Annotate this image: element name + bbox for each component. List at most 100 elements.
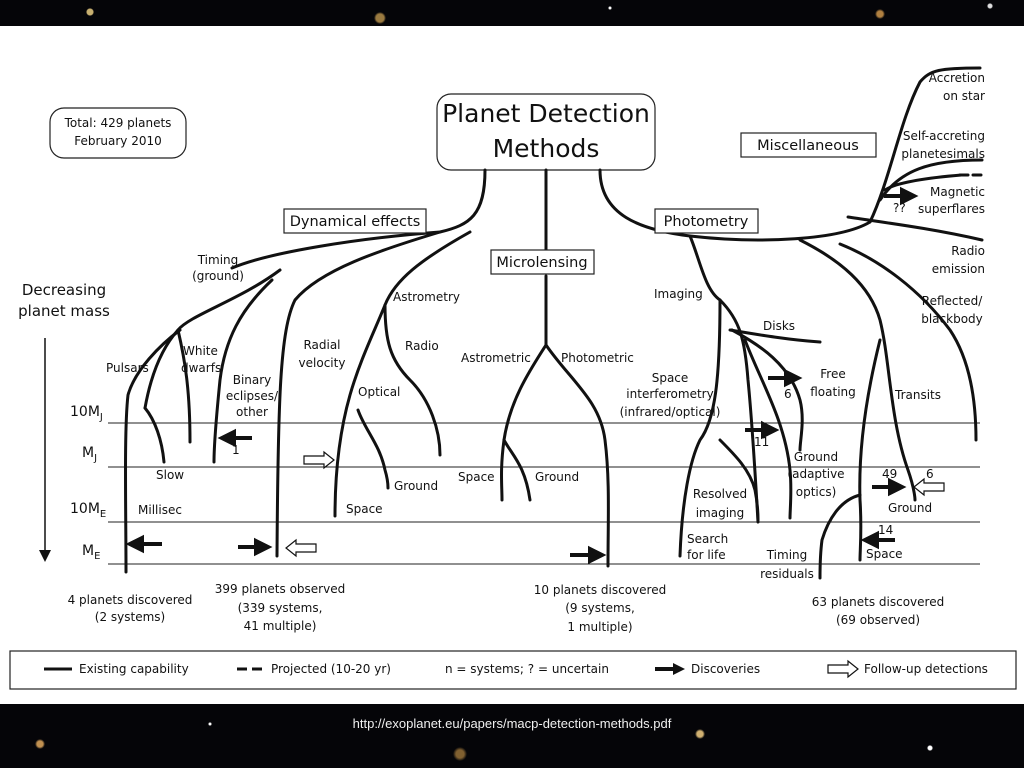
svg-text:Timing: Timing [197,253,239,267]
title-line1: Planet Detection [442,99,650,128]
svg-text:emission: emission [932,262,985,276]
svg-text:Ground: Ground [535,470,579,484]
svg-text:1: 1 [232,443,240,457]
miscellaneous-labels: Accretion on star Self-accreting planete… [893,71,985,276]
legend: Existing capability Projected (10-20 yr)… [9,650,1017,690]
legend-note: n = systems; ? = uncertain [445,662,609,676]
svg-text:11: 11 [754,435,769,449]
legend-followup: Follow-up detections [864,662,988,676]
svg-text:Free: Free [820,367,845,381]
svg-text:(2 systems): (2 systems) [95,610,165,624]
mass-scale-labels: 10MJ MJ 10ME ME [70,404,106,562]
svg-text:Imaging: Imaging [654,287,703,301]
totals: 4 planets discovered (2 systems) 399 pla… [68,582,945,634]
photometry-label: Photometry [664,214,749,230]
svg-text:blackbody: blackbody [921,312,983,326]
svg-text:10 planets discovered: 10 planets discovered [534,583,666,597]
legend-projected: Projected (10-20 yr) [271,662,391,676]
diagram-panel: 10MJ MJ 10ME ME Decreasing planet mass T… [0,26,1024,704]
microlensing-label: Microlensing [496,255,587,271]
svg-text:for life: for life [687,548,726,562]
svg-text:Radio: Radio [951,244,985,258]
svg-text:Self-accreting: Self-accreting [903,129,985,143]
discovery-arrows [125,186,919,565]
svg-text:41 multiple): 41 multiple) [244,619,317,633]
svg-text:Space: Space [652,371,689,385]
svg-text:Space: Space [346,502,383,516]
svg-text:14: 14 [878,523,893,537]
svg-text:February 2010: February 2010 [74,134,162,148]
svg-text:Magnetic: Magnetic [930,185,985,199]
svg-text:Transits: Transits [894,388,941,402]
svg-text:Binary: Binary [233,373,272,387]
svg-text:Pulsars: Pulsars [106,361,149,375]
source-url-link[interactable]: http://exoplanet.eu/papers/macp-detectio… [352,716,672,731]
svg-text:10ME: 10ME [70,501,106,520]
svg-text:Ground: Ground [888,501,932,515]
svg-text:(ground): (ground) [192,269,244,283]
svg-text:??: ?? [893,201,906,215]
svg-text:49: 49 [882,467,897,481]
detection-methods-diagram: 10MJ MJ 10ME ME Decreasing planet mass T… [9,66,1017,690]
svg-text:velocity: velocity [299,356,346,370]
svg-text:399 planets observed: 399 planets observed [215,582,345,596]
title-line2: Methods [493,134,600,163]
svg-text:(339 systems,: (339 systems, [238,601,323,615]
svg-text:other: other [236,405,268,419]
title-box: Planet Detection Methods [436,93,656,171]
svg-text:superflares: superflares [918,202,985,216]
starfield-bottom [0,704,1024,768]
svg-text:Resolved: Resolved [693,487,747,501]
svg-text:Reflected/: Reflected/ [922,294,983,308]
tree-branches [124,66,987,580]
svg-text:MJ: MJ [82,445,97,464]
mass-scale-lines [108,422,980,565]
svg-text:Ground: Ground [394,479,438,493]
followup-arrows [285,450,945,558]
svg-text:Radial: Radial [303,338,340,352]
svg-text:Timing: Timing [766,548,808,562]
svg-text:(69 observed): (69 observed) [836,613,920,627]
total-note: Total: 429 planets February 2010 [49,107,187,159]
svg-text:floating: floating [810,385,856,399]
svg-text:10MJ: 10MJ [70,404,103,423]
svg-text:Millisec: Millisec [138,503,182,517]
svg-text:(9 systems,: (9 systems, [565,601,635,615]
svg-text:1 multiple): 1 multiple) [567,620,632,634]
svg-text:Disks: Disks [763,319,795,333]
svg-text:interferometry: interferometry [626,387,713,401]
svg-text:Optical: Optical [358,385,400,399]
svg-text:Astrometry: Astrometry [393,290,460,304]
dynamical-labels: Timing (ground) Pulsars White dwarfs Bin… [106,253,460,517]
svg-text:imaging: imaging [696,506,745,520]
svg-text:White: White [183,344,218,358]
svg-text:eclipses/: eclipses/ [226,389,279,403]
miscellaneous-label: Miscellaneous [757,138,859,154]
starfield-top [0,0,1024,26]
category-boxes: Dynamical effects Microlensing Photometr… [283,132,877,275]
svg-text:(infrared/optical): (infrared/optical) [620,405,721,419]
svg-text:Ground: Ground [794,450,838,464]
svg-text:planetesimals: planetesimals [901,147,985,161]
svg-text:Total: 429 planets: Total: 429 planets [64,116,172,130]
svg-text:Space: Space [458,470,495,484]
dynamical-effects-label: Dynamical effects [290,214,421,230]
decreasing-mass-arrow: Decreasing planet mass [18,281,110,562]
svg-text:6: 6 [926,467,934,481]
svg-text:dwarfs: dwarfs [181,361,221,375]
svg-text:4 planets discovered: 4 planets discovered [68,593,193,607]
svg-text:Accretion: Accretion [929,71,985,85]
svg-text:Photometric: Photometric [561,351,634,365]
legend-discoveries: Discoveries [691,662,760,676]
svg-text:Radio: Radio [405,339,439,353]
svg-text:residuals: residuals [760,567,814,581]
svg-text:on star: on star [943,89,985,103]
svg-text:optics): optics) [796,485,837,499]
photometry-labels: Imaging Disks Free floating Space interf… [620,287,984,581]
microlensing-labels: Astrometric Photometric Space Ground [458,351,634,484]
svg-text:ME: ME [82,543,100,562]
svg-text:63 planets discovered: 63 planets discovered [812,595,944,609]
svg-text:Slow: Slow [156,468,184,482]
side-label-line2: planet mass [18,302,110,320]
svg-text:6: 6 [784,387,792,401]
